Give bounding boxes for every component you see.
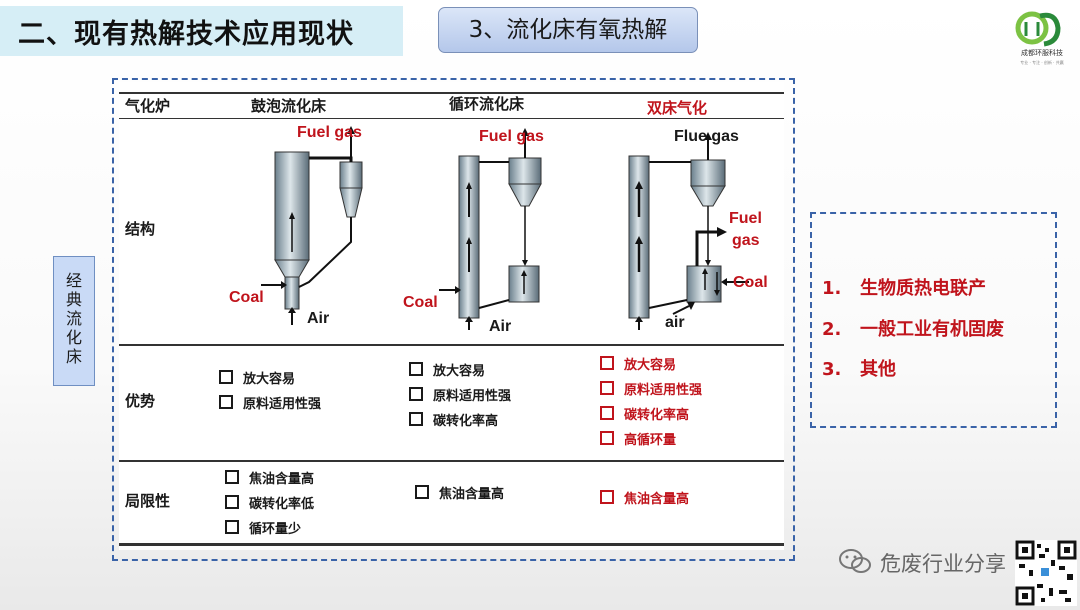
table-rule: [119, 344, 784, 346]
list-item: 焦油含量高: [600, 488, 689, 507]
coal-label: Coal: [733, 274, 768, 291]
list-item: 碳转化率高: [600, 404, 689, 423]
checkbox-icon: [600, 356, 614, 370]
checkbox-icon: [415, 485, 429, 499]
logo-name: 成都环服科技: [1021, 49, 1063, 57]
advantage-text: 高循环量: [624, 433, 677, 448]
logo-tagline: 专业 · 专注 · 创新 · 共赢: [1020, 60, 1064, 65]
row-header-structure: 结构: [125, 220, 156, 238]
advantage-text: 放大容易: [624, 358, 677, 373]
side-label-char: 典: [65, 290, 82, 309]
wechat-icon: [839, 549, 871, 573]
row-header-gasifier: 气化炉: [125, 97, 171, 115]
list-item: 焦油含量高: [225, 468, 314, 487]
advantage-text: 放大容易: [433, 364, 486, 379]
applications-box: 1. 生物质热电联产 2. 一般工业有机固废 3. 其他: [810, 212, 1057, 428]
advantage-text: 碳转化率高: [433, 414, 499, 429]
checkbox-icon: [600, 406, 614, 420]
list-item: 原料适用性强: [409, 385, 511, 404]
item-number: 2.: [822, 319, 842, 340]
advantage-text: 碳转化率高: [624, 408, 690, 423]
row-header-limitations: 局限性: [125, 492, 171, 510]
table-rule: [119, 543, 784, 546]
list-item: 原料适用性强: [219, 393, 321, 412]
list-item: 2. 一般工业有机固废: [822, 315, 1004, 341]
fuel-label: Fuel: [729, 210, 762, 227]
checkbox-icon: [225, 495, 239, 509]
item-number: 3.: [822, 359, 842, 380]
list-item: 放大容易: [600, 354, 676, 373]
table-rule: [119, 460, 784, 462]
column-header-bubbling: 鼓泡流化床: [251, 97, 327, 115]
advantage-text: 原料适用性强: [433, 389, 512, 404]
item-text: 一般工业有机固废: [860, 319, 1004, 340]
item-text: 其他: [860, 359, 896, 380]
list-item: 焦油含量高: [415, 483, 504, 502]
advantage-text: 原料适用性强: [624, 383, 703, 398]
bubbling-bed-diagram: [261, 126, 363, 325]
item-number: 1.: [822, 278, 842, 299]
checkbox-icon: [225, 470, 239, 484]
list-item: 3. 其他: [822, 355, 896, 381]
gas-label: gas: [732, 232, 760, 249]
list-item: 原料适用性强: [600, 379, 702, 398]
limitation-text: 碳转化率低: [249, 497, 315, 512]
row-header-advantages: 优势: [125, 392, 156, 410]
fuel-gas-label: Fuel gas: [297, 124, 362, 141]
side-label-char: 床: [65, 347, 82, 366]
comparison-table: 气化炉 鼓泡流化床 循环流化床 双床气化 结构 优势 局限性 Fuel gas …: [119, 82, 784, 550]
company-logo-icon: [1015, 11, 1061, 47]
list-item: 碳转化率高: [409, 410, 498, 429]
column-header-circulating: 循环流化床: [449, 95, 525, 113]
side-label-char: 化: [65, 328, 82, 347]
section-subtitle: 3、流化床有氧热解: [438, 7, 698, 53]
dual-bed-diagram: [628, 132, 749, 330]
coal-label: Coal: [229, 289, 264, 306]
table-rule: [119, 92, 784, 94]
list-item: 放大容易: [409, 360, 485, 379]
air-label: Air: [489, 318, 512, 335]
list-item: 1. 生物质热电联产: [822, 274, 986, 300]
air-label: Air: [307, 310, 330, 327]
checkbox-icon: [600, 431, 614, 445]
side-label: 经 典 流 化 床: [53, 256, 95, 386]
flue-gas-label: Flue gas: [674, 128, 739, 145]
item-text: 生物质热电联产: [860, 278, 986, 299]
side-label-char: 经: [65, 271, 82, 290]
limitation-text: 焦油含量高: [624, 492, 690, 507]
qr-code-icon: [1015, 540, 1077, 606]
coal-label: Coal: [403, 294, 438, 311]
checkbox-icon: [409, 387, 423, 401]
checkbox-icon: [409, 412, 423, 426]
air-label: air: [665, 314, 685, 331]
checkbox-icon: [409, 362, 423, 376]
column-header-dual-bed: 双床气化: [647, 99, 708, 117]
checkbox-icon: [600, 381, 614, 395]
limitation-text: 焦油含量高: [249, 472, 315, 487]
table-rule: [119, 118, 784, 119]
list-item: 循环量少: [225, 518, 301, 537]
comparison-frame: [112, 78, 795, 561]
page-title: 二、现有热解技术应用现状: [18, 19, 354, 50]
circulating-bed-diagram: [439, 128, 542, 330]
list-item: 放大容易: [219, 368, 295, 387]
side-label-char: 流: [65, 309, 82, 328]
checkbox-icon: [219, 370, 233, 384]
watermark-text: 危废行业分享: [880, 552, 1006, 576]
list-item: 碳转化率低: [225, 493, 314, 512]
title-bar: [0, 6, 403, 56]
advantage-text: 原料适用性强: [243, 397, 322, 412]
checkbox-icon: [600, 490, 614, 504]
checkbox-icon: [219, 395, 233, 409]
fuel-gas-label: Fuel gas: [479, 128, 544, 145]
limitation-text: 循环量少: [249, 522, 302, 537]
checkbox-icon: [225, 520, 239, 534]
limitation-text: 焦油含量高: [439, 487, 505, 502]
advantage-text: 放大容易: [243, 372, 296, 387]
list-item: 高循环量: [600, 429, 676, 448]
